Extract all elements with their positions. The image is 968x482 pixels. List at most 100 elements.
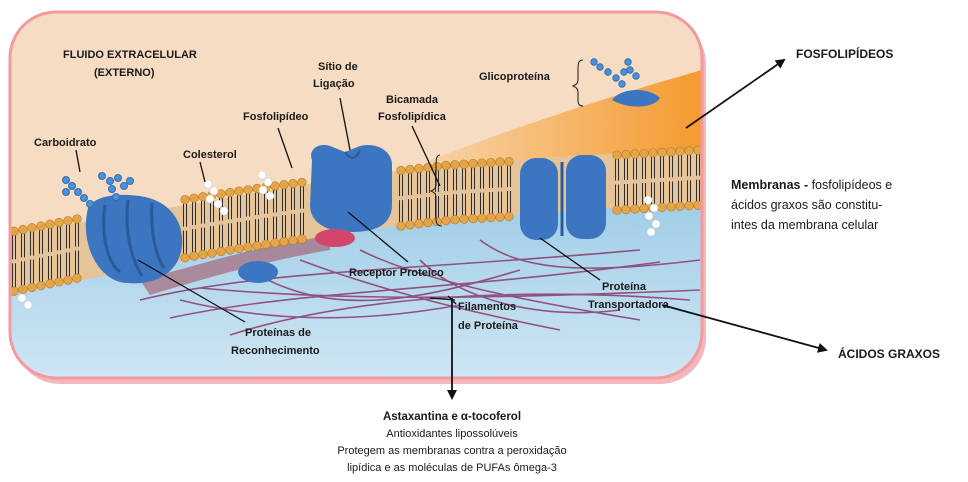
lipid-head [73,274,82,283]
lipid-head [442,216,451,225]
label-de-proteina: de Proteína [458,320,519,332]
label-fosfolipidica: Fosfolipídica [378,111,447,123]
lipid-head [613,151,622,160]
label-ligacao: Ligação [313,78,355,90]
label-transportadora: Transportadora [588,299,670,311]
lipid-head [676,147,685,156]
lipid-head [181,195,190,204]
lipid-head [64,276,73,285]
lipid-head [235,187,244,196]
lipid-head [658,203,667,212]
lipid-head [649,149,658,158]
lipid-head [622,205,631,214]
label-bicamada: Bicamada [386,94,439,106]
lipid-head [406,165,415,174]
lipid-head [73,215,82,224]
lipid-head [496,213,505,222]
lipid-head [181,253,190,262]
lipid-head [478,214,487,223]
bottom-line3: lipídica e as moléculas de PUFAs ômega-3 [347,462,557,474]
lipid-head [487,158,496,167]
side-membranas-line3: intes da membrana celular [731,218,878,232]
lipid-head [460,215,469,224]
lipid-head [451,215,460,224]
lipid-head [631,205,640,214]
label-reconhecimento: Reconhecimento [231,345,320,357]
side-acidos-graxos: ÁCIDOS GRAXOS [838,346,940,361]
lipid-head [469,214,478,223]
lipid-head [433,217,442,226]
label-colesterol: Colesterol [183,149,237,161]
lipid-head [244,186,253,195]
lipid-head [226,188,235,197]
lipid-head [469,159,478,168]
transport-protein [520,155,606,240]
lipid-head [46,279,55,288]
lipid-head [55,278,64,287]
lipid-head [460,160,469,169]
lipid-head [667,148,676,157]
lipid-head [289,236,298,245]
lipid-head [19,285,28,294]
lipid-head [28,223,37,232]
lipid-head [631,150,640,159]
lipid-head [37,222,46,231]
lipid-head [28,283,37,292]
lipid-head [271,239,280,248]
lipid-head [37,281,46,290]
lipid-head [190,194,199,203]
lipid-head [658,148,667,157]
side-fosfolipideos: FOSFOLIPÍDEOS [796,46,893,61]
lipid-head [208,249,217,258]
receptor-protein [315,229,355,247]
lipid-head [280,180,289,189]
label-glicoproteina: Glicoproteína [479,71,551,83]
lipid-head [505,157,514,166]
lipid-head [415,164,424,173]
label-filamentos: Filamentos [458,301,516,313]
lipid-head [397,166,406,175]
lipid-head [280,237,289,246]
label-sitio: Sítio de [318,61,358,73]
lipid-head [262,240,271,249]
label-carboidrato: Carboidrato [34,137,97,149]
lipid-head [478,159,487,168]
label-proteina: Proteína [602,281,647,293]
side-membranas-line1: Membranas - fosfolipídeos e [731,178,892,192]
lipid-head [397,222,406,231]
bottom-line1: Antioxidantes lipossolúveis [386,428,518,440]
lipid-head [676,202,685,211]
lipid-head [190,252,199,261]
lipid-head [298,178,307,187]
label-receptor-proteico: Receptor Proteico [349,267,444,279]
lipid-head [667,203,676,212]
label-proteinas-de: Proteínas de [245,327,311,339]
bottom-line2: Protegem as membranas contra a peroxidaç… [337,445,566,457]
lipid-head [235,244,244,253]
lipid-head [496,158,505,167]
lipid-head [622,150,631,159]
label-fluido-extracelular: FLUIDO EXTRACELULAR [63,49,197,61]
lipid-head [253,241,262,250]
lipid-head [442,161,451,170]
lipid-head [19,225,28,234]
lipid-head [451,160,460,169]
lipid-head [289,179,298,188]
lipid-head [298,235,307,244]
lipid-head [415,219,424,228]
bottom-title: Astaxantina e α-tocoferol [383,411,521,423]
lipid-head [217,247,226,256]
lipid-head [613,206,622,215]
lipid-head [640,149,649,158]
lipid-head [226,246,235,255]
lipid-head [424,218,433,227]
lipid-head [685,201,694,210]
label-fosfolipideo: Fosfolipídeo [243,111,309,123]
lipid-head [505,212,514,221]
lipid-head [433,162,442,171]
lipid-head [640,204,649,213]
lipid-head [685,146,694,155]
lipid-head [46,220,55,229]
label-fluido-externo: (EXTERNO) [94,67,155,79]
